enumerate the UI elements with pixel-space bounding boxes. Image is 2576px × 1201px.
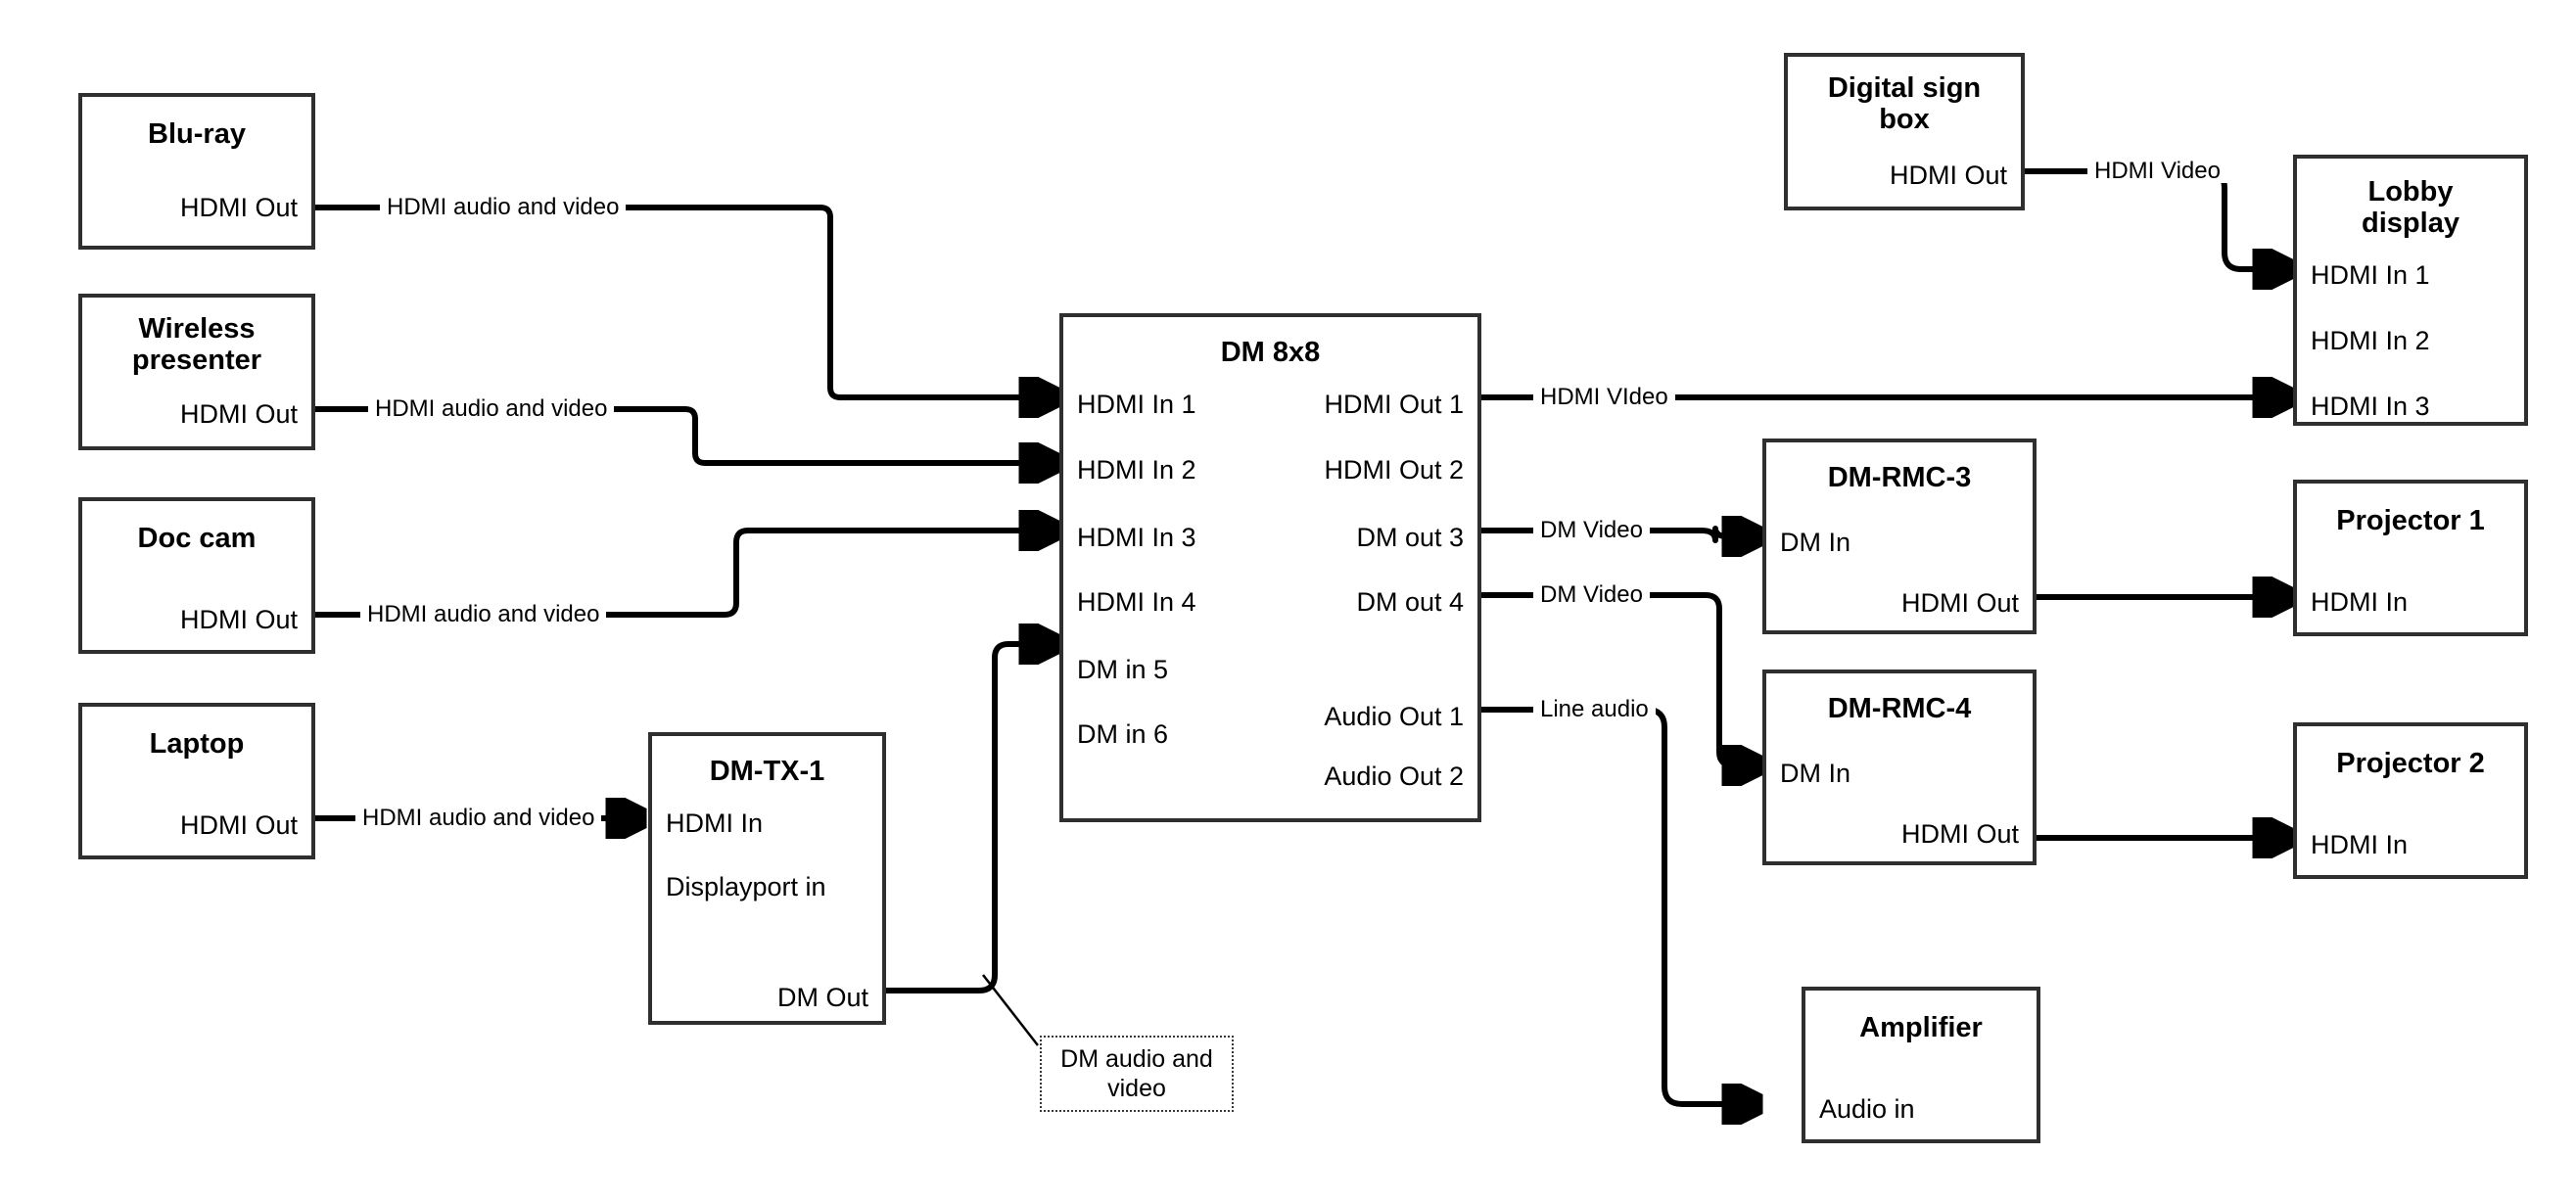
node-projector-1-port-hdmi-in[interactable]: HDMI In xyxy=(2311,587,2409,617)
node-dm-rmc-3-port-dm-in[interactable]: DM In xyxy=(1780,528,1851,557)
edge-label-bluray: HDMI audio and video xyxy=(380,196,627,219)
node-doc-cam-port-hdmi-out[interactable]: HDMI Out xyxy=(179,605,298,634)
node-dm-8x8-input-dm-in-6[interactable]: DM in 6 xyxy=(1077,719,1169,749)
wire-digitalsign-to-lobby-hdmi-in-1 xyxy=(2025,168,2283,269)
node-dm-8x8-input-dm-in-5[interactable]: DM in 5 xyxy=(1077,655,1169,684)
node-dm-8x8-output-dm-out-4[interactable]: DM out 4 xyxy=(1356,587,1464,617)
node-dm-tx-1-port-hdmi-in[interactable]: HDMI In xyxy=(666,808,764,838)
node-wireless-presenter-title: Wireless presenter xyxy=(131,313,262,377)
edge-label-audio-out-1: Line audio xyxy=(1533,698,1656,721)
wire-dm-dm-out-4-to-rmc4 xyxy=(1481,592,1753,765)
edge-label-dm-hdmi-out-1: HDMI VIdeo xyxy=(1533,386,1675,409)
node-dm-tx-1-port-dm-out[interactable]: DM Out xyxy=(776,983,868,1012)
node-dm-8x8-output-hdmi-out-1[interactable]: HDMI Out 1 xyxy=(1324,390,1464,419)
edge-label-laptop: HDMI audio and video xyxy=(355,807,602,830)
node-dm-8x8-output-audio-out-2[interactable]: Audio Out 2 xyxy=(1324,762,1464,791)
node-dm-rmc-3[interactable]: DM-RMC-3 DM In HDMI Out xyxy=(1762,439,2037,634)
node-amplifier-title: Amplifier xyxy=(1859,1012,1983,1043)
node-dm-8x8-input-hdmi-in-1[interactable]: HDMI In 1 xyxy=(1077,390,1196,419)
node-lobby-display-input-hdmi-in-3[interactable]: HDMI In 3 xyxy=(2311,392,2430,421)
edge-label-doccam: HDMI audio and video xyxy=(360,603,607,626)
callout-dm-audio-and-video: DM audio and video xyxy=(1040,1036,1234,1112)
node-projector-1-title: Projector 1 xyxy=(2336,505,2485,536)
node-dm-rmc-4[interactable]: DM-RMC-4 DM In HDMI Out xyxy=(1762,670,2037,865)
wire-dmtx1-to-dm-dm-in-5 xyxy=(886,644,1050,993)
node-wireless-presenter[interactable]: Wireless presenter HDMI Out xyxy=(78,294,315,450)
node-dm-8x8-output-audio-out-1[interactable]: Audio Out 1 xyxy=(1324,702,1464,731)
node-bluray[interactable]: Blu-ray HDMI Out xyxy=(78,93,315,250)
wire-dm-dm-out-3-to-rmc3 xyxy=(1481,529,1753,540)
callout-leader-line xyxy=(982,974,1039,1046)
node-lobby-display-title: Lobby display xyxy=(2362,176,2459,240)
node-dm-8x8-input-hdmi-in-2[interactable]: HDMI In 2 xyxy=(1077,455,1196,485)
node-dm-rmc-3-title: DM-RMC-3 xyxy=(1827,462,1972,493)
node-dm-tx-1-title: DM-TX-1 xyxy=(709,756,825,787)
wire-wireless-to-dm-hdmi-in-2 xyxy=(315,406,1050,463)
node-dm-tx-1[interactable]: DM-TX-1 HDMI In Displayport in DM Out xyxy=(648,732,886,1025)
node-dm-8x8-output-dm-out-3[interactable]: DM out 3 xyxy=(1356,523,1464,552)
node-amplifier[interactable]: Amplifier Audio in xyxy=(1802,987,2040,1143)
node-laptop-title: Laptop xyxy=(149,728,245,760)
wire-dm-audio-out-1-to-amplifier xyxy=(1481,707,1753,1104)
node-doc-cam[interactable]: Doc cam HDMI Out xyxy=(78,497,315,654)
node-dm-rmc-4-port-hdmi-out[interactable]: HDMI Out xyxy=(1900,819,2019,849)
node-lobby-display[interactable]: Lobby display HDMI In 1 HDMI In 2 HDMI I… xyxy=(2293,155,2528,426)
node-digital-sign-box[interactable]: Digital sign box HDMI Out xyxy=(1784,53,2025,210)
edge-label-dm-out-3: DM Video xyxy=(1533,519,1650,542)
node-wireless-presenter-port-hdmi-out[interactable]: HDMI Out xyxy=(179,399,298,429)
node-dm-tx-1-port-displayport-in[interactable]: Displayport in xyxy=(666,872,826,901)
wire-doccam-to-dm-hdmi-in-3 xyxy=(315,531,1050,618)
node-dm-8x8-input-hdmi-in-4[interactable]: HDMI In 4 xyxy=(1077,587,1196,617)
node-dm-rmc-3-port-hdmi-out[interactable]: HDMI Out xyxy=(1900,588,2019,618)
node-dm-8x8[interactable]: DM 8x8 HDMI In 1 HDMI In 2 HDMI In 3 HDM… xyxy=(1059,313,1481,822)
node-lobby-display-input-hdmi-in-2[interactable]: HDMI In 2 xyxy=(2311,326,2430,355)
node-bluray-port-hdmi-out[interactable]: HDMI Out xyxy=(179,193,298,222)
node-dm-8x8-title: DM 8x8 xyxy=(1220,337,1321,368)
node-dm-rmc-4-title: DM-RMC-4 xyxy=(1827,693,1972,724)
node-projector-1[interactable]: Projector 1 HDMI In xyxy=(2293,480,2528,636)
edge-label-dm-out-4: DM Video xyxy=(1533,583,1650,607)
node-laptop-port-hdmi-out[interactable]: HDMI Out xyxy=(179,810,298,840)
node-dm-rmc-4-port-dm-in[interactable]: DM In xyxy=(1780,759,1851,788)
node-digital-sign-box-port-hdmi-out[interactable]: HDMI Out xyxy=(1889,161,2007,190)
node-projector-2[interactable]: Projector 2 HDMI In xyxy=(2293,722,2528,879)
node-amplifier-port-audio-in[interactable]: Audio in xyxy=(1819,1094,1915,1124)
node-laptop[interactable]: Laptop HDMI Out xyxy=(78,703,315,859)
edge-label-wireless: HDMI audio and video xyxy=(368,397,615,421)
wire-bluray-to-dm-hdmi-in-1 xyxy=(315,205,1050,397)
node-doc-cam-title: Doc cam xyxy=(137,523,257,554)
node-digital-sign-box-title: Digital sign box xyxy=(1827,72,1982,136)
node-projector-2-title: Projector 2 xyxy=(2336,748,2485,779)
node-dm-8x8-output-hdmi-out-2[interactable]: HDMI Out 2 xyxy=(1324,455,1464,485)
node-dm-8x8-input-hdmi-in-3[interactable]: HDMI In 3 xyxy=(1077,523,1196,552)
node-projector-2-port-hdmi-in[interactable]: HDMI In xyxy=(2311,830,2409,859)
node-bluray-title: Blu-ray xyxy=(148,118,246,150)
node-lobby-display-input-hdmi-in-1[interactable]: HDMI In 1 xyxy=(2311,260,2430,290)
edge-label-digitalsign: HDMI Video xyxy=(2087,160,2227,183)
